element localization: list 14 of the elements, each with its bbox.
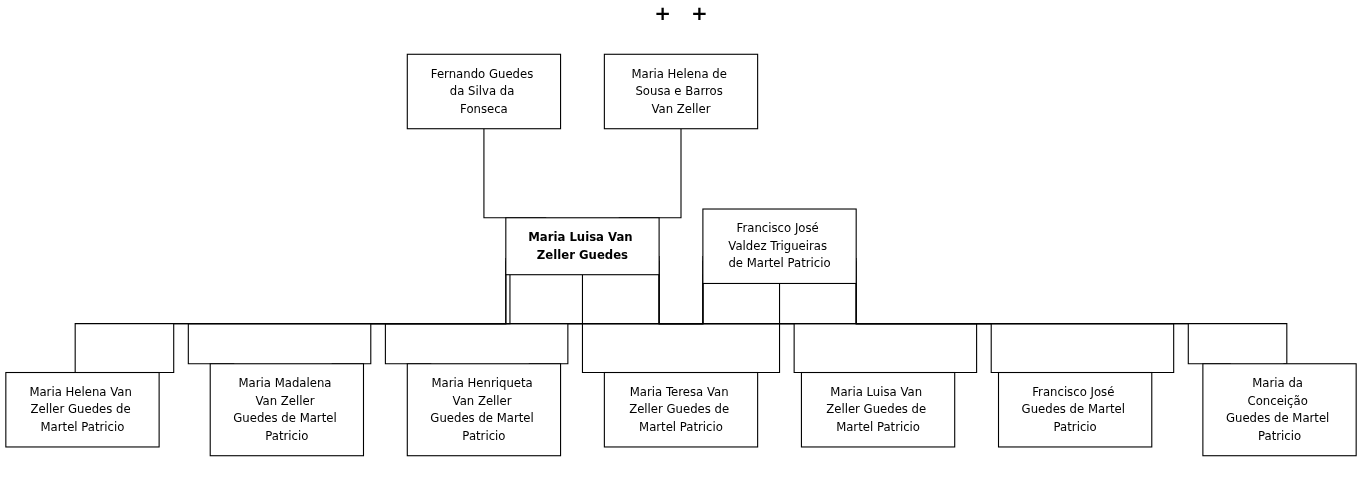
connector [384,274,511,365]
node-box: Maria da Conceição Guedes de Martel Patricio [1202,363,1357,457]
plus-sign: + [691,1,708,25]
node-box: Maria Luisa Van Zeller Guedes [505,217,660,276]
plus-sign: + [654,1,671,25]
node-box: Francisco José Guedes de Martel Patricio [997,371,1153,448]
node-box: Maria Teresa Van Zeller Guedes de Martel Patricio [603,371,759,448]
node-box: Maria Henriqueta Van Zeller Guedes de Martel Patricio [406,363,562,457]
node-box: Maria Helena Van Zeller Guedes de Martel Patricio [5,371,160,448]
node-box: Maria Helena de Sousa e Barros Van Zeller [603,53,759,130]
node-box: Fernando Guedes da Silva da Fonseca [406,53,562,130]
node-box: Maria Luisa Van Zeller Guedes de Martel Patricio [800,371,956,448]
node-box: Francisco José Valdez Trigueiras de Martel Patricio [702,208,857,284]
node-box: Maria Madalena Van Zeller Guedes de Martel Patricio [209,363,365,457]
